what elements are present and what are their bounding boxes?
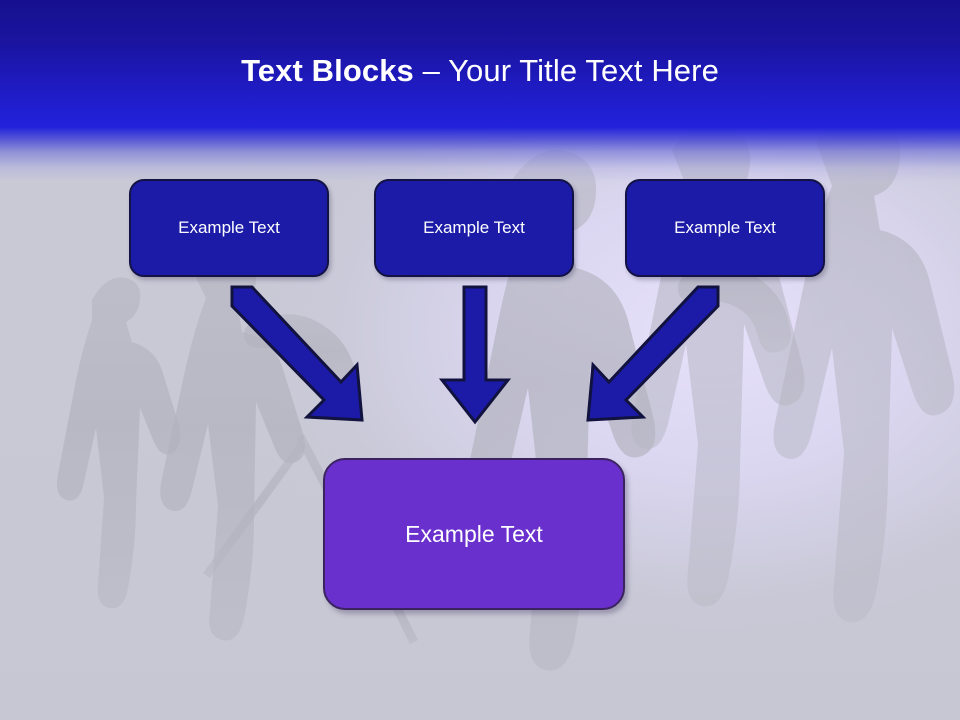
result-text-block-label: Example Text [405, 520, 543, 547]
text-block-1-label: Example Text [178, 218, 280, 237]
page-title-light: Your Title Text Here [448, 53, 719, 88]
header-band-fade [0, 127, 960, 189]
page-title-strong: Text Blocks [241, 53, 414, 88]
text-block-3[interactable]: Example Text [625, 179, 825, 277]
result-text-block[interactable]: Example Text [323, 458, 625, 610]
text-block-3-label: Example Text [674, 218, 776, 237]
page-title: Text Blocks – Your Title Text Here [0, 52, 960, 90]
page-title-separator: – [413, 53, 449, 88]
text-block-2[interactable]: Example Text [374, 179, 574, 277]
text-block-2-label: Example Text [423, 218, 525, 237]
header-band [0, 0, 960, 128]
text-block-1[interactable]: Example Text [129, 179, 329, 277]
